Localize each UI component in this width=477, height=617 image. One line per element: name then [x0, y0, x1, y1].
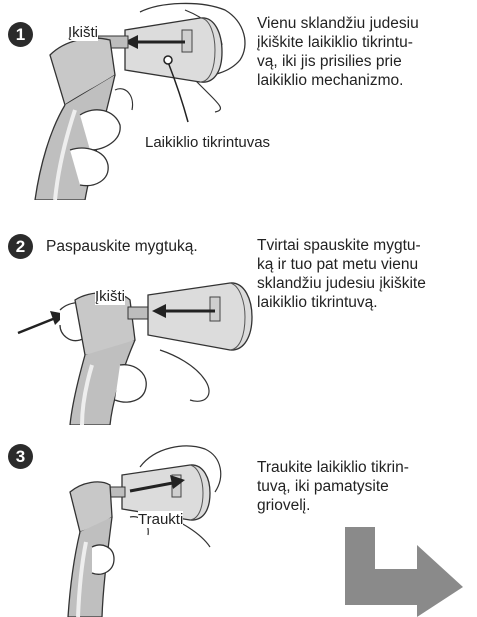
step-3-pull-label: Traukti [138, 511, 183, 528]
step-2-line-2: ką ir tuo pat metu vienu [257, 255, 477, 274]
step-3-line-3: griovelį. [257, 496, 477, 515]
step-2-line-1: Tvirtai spauskite mygtu- [257, 236, 477, 255]
step-3-line-1: Traukite laikiklio tikrin- [257, 458, 477, 477]
step-1-description: Vienu sklandžiu judesiu įkiškite laikikl… [257, 14, 477, 90]
step-1-line-1: Vienu sklandžiu judesiu [257, 14, 477, 33]
step-2-line-4: laikiklio tikrintuvą. [257, 293, 477, 312]
step-1-insert-label: Įkišti [68, 24, 98, 41]
step-1-part-label: Laikiklio tikrintuvas [145, 134, 270, 151]
step-2-line-3: sklandžiu judesiu įkiškite [257, 274, 477, 293]
step-3-description: Traukite laikiklio tikrin- tuvą, iki pam… [257, 458, 477, 515]
step-2-description: Tvirtai spauskite mygtu- ką ir tuo pat m… [257, 236, 477, 312]
step-2-illustration [10, 255, 260, 425]
step-1-line-3: vą, iki jis prisilies prie [257, 52, 477, 71]
step-3-line-2: tuvą, iki pamatysite [257, 477, 477, 496]
next-arrow-icon [345, 527, 465, 617]
step-1-illustration [10, 0, 260, 200]
step-1-line-4: laikiklio mechanizmo. [257, 71, 477, 90]
step-2-caption: Paspauskite mygtuką. [46, 237, 198, 256]
step-1-line-2: įkiškite laikiklio tikrintu- [257, 33, 477, 52]
step-3-illustration [10, 437, 260, 617]
step-2-insert-label: Įkišti [95, 288, 125, 305]
